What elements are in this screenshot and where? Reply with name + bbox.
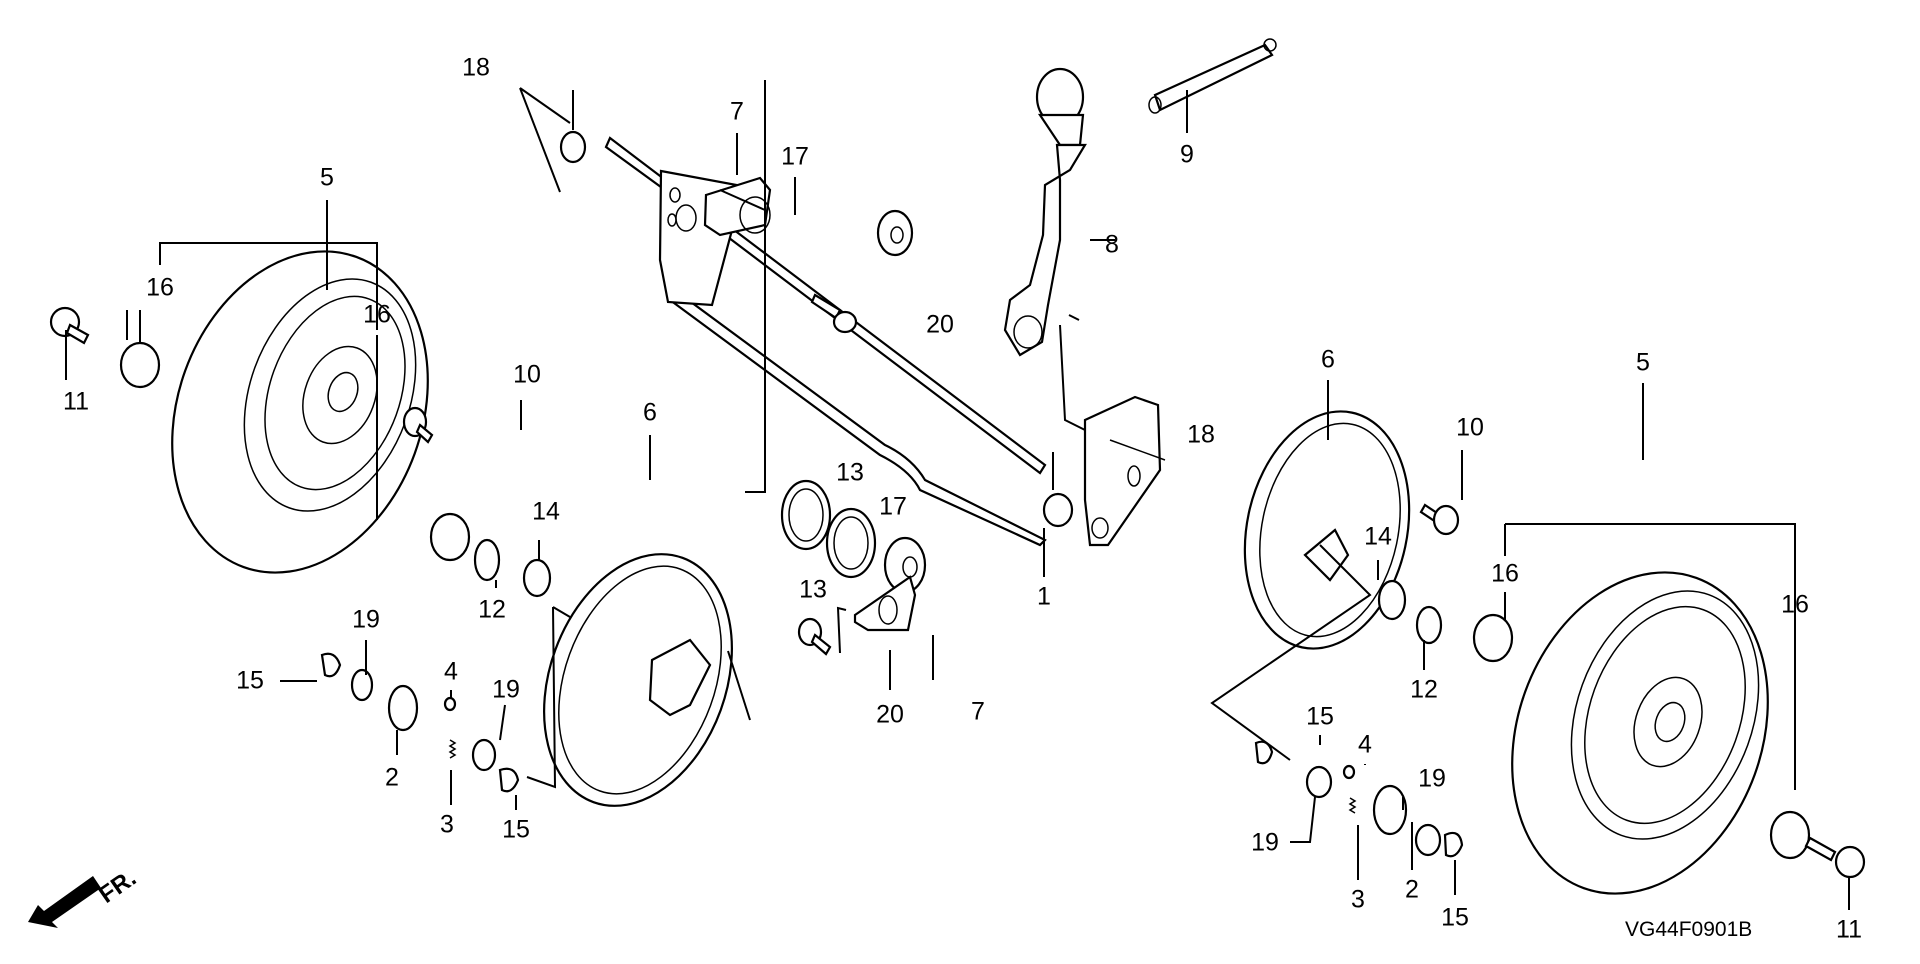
callout-6: 6 — [1321, 345, 1335, 374]
left-wheel-bearing-inner — [429, 512, 471, 562]
front-direction-arrow-icon — [28, 876, 101, 928]
left-clip-15b — [498, 767, 520, 793]
right-wheel-bearing-outer — [1769, 810, 1811, 860]
rear-shaft — [604, 136, 1166, 547]
figure-code: VG44F0901B — [1625, 918, 1753, 941]
callout-17: 17 — [781, 142, 809, 171]
callout-6: 6 — [643, 398, 657, 427]
collar-left — [559, 130, 587, 164]
right-washer-19d — [1414, 823, 1442, 857]
leader-lines — [65, 90, 1850, 910]
bearing-holder-mid — [853, 575, 917, 632]
right-washer-19c — [1305, 765, 1333, 799]
left-bolt-10 — [402, 406, 434, 444]
callout-4: 4 — [444, 657, 458, 686]
callout-16: 16 — [1491, 559, 1519, 588]
callout-20: 20 — [876, 700, 904, 729]
callout-3: 3 — [440, 810, 454, 839]
right-wheel — [1511, 571, 1769, 895]
bearing-holder-top — [703, 176, 772, 237]
callout-18: 18 — [462, 53, 490, 82]
callout-7: 7 — [730, 97, 744, 126]
callout-15: 15 — [1306, 702, 1334, 731]
callout-19: 19 — [352, 605, 380, 634]
callout-12: 12 — [1410, 675, 1438, 704]
left-washer-14 — [522, 558, 552, 598]
right-wheel-bolt — [1804, 836, 1866, 879]
right-washer-12 — [1415, 605, 1443, 645]
washer-13a — [780, 479, 832, 551]
bearing-top — [876, 209, 914, 257]
right-gear-cover — [1243, 410, 1411, 650]
callout-1: 1 — [1037, 582, 1051, 611]
callout-16: 16 — [363, 300, 391, 329]
left-spring-3 — [448, 739, 457, 759]
callout-19: 19 — [1418, 764, 1446, 793]
callout-11: 11 — [63, 387, 89, 416]
callout-14: 14 — [532, 497, 560, 526]
right-clip-15b — [1443, 831, 1464, 858]
callout-18: 18 — [1187, 420, 1215, 449]
right-bolt-10 — [1419, 503, 1460, 536]
left-wheel — [171, 250, 429, 574]
left-wheel-bearing-outer — [119, 341, 161, 389]
callout-15: 15 — [502, 815, 530, 844]
callout-2: 2 — [385, 763, 399, 792]
lever — [1003, 67, 1087, 357]
callout-17: 17 — [879, 492, 907, 521]
right-spring-3 — [1348, 797, 1357, 814]
bolt-top — [810, 293, 858, 334]
spring — [1148, 38, 1277, 114]
callout-16: 16 — [1781, 590, 1809, 619]
callout-13: 13 — [836, 458, 864, 487]
callout-3: 3 — [1351, 885, 1365, 914]
callout-19: 19 — [492, 675, 520, 704]
left-wheel-bolt — [49, 306, 90, 345]
callout-14: 14 — [1364, 522, 1392, 551]
right-pawl — [1342, 764, 1356, 780]
callout-12: 12 — [478, 595, 506, 624]
callout-4: 4 — [1358, 730, 1372, 759]
callout-8: 8 — [1105, 230, 1119, 259]
right-pinion-gear — [1372, 784, 1408, 836]
right-clip-15a — [1254, 740, 1274, 765]
left-washer-19b — [471, 738, 497, 772]
left-clip-15a — [320, 652, 342, 678]
callout-11: 11 — [1836, 915, 1862, 944]
washer-13b — [825, 507, 877, 579]
callout-9: 9 — [1180, 140, 1194, 169]
callout-7: 7 — [971, 697, 985, 726]
callout-16: 16 — [146, 273, 174, 302]
left-washer-12 — [473, 538, 501, 582]
left-gear-cover — [543, 553, 733, 807]
callout-2: 2 — [1405, 875, 1419, 904]
callout-10: 10 — [1456, 413, 1484, 442]
collar-right — [1042, 492, 1074, 528]
bolt-20-mid — [797, 617, 832, 656]
callout-15: 15 — [1441, 903, 1469, 932]
callout-5: 5 — [320, 163, 334, 192]
left-washer-19a — [350, 668, 374, 702]
left-pawl — [443, 696, 457, 712]
callout-20: 20 — [926, 310, 954, 339]
callout-15: 15 — [236, 666, 264, 695]
left-pinion-gear — [387, 684, 419, 732]
right-washer-14 — [1377, 579, 1407, 621]
callout-13: 13 — [799, 575, 827, 604]
callout-5: 5 — [1636, 348, 1650, 377]
right-wheel-bearing-inner — [1472, 613, 1514, 663]
callout-10: 10 — [513, 360, 541, 389]
callout-19: 19 — [1251, 828, 1279, 857]
